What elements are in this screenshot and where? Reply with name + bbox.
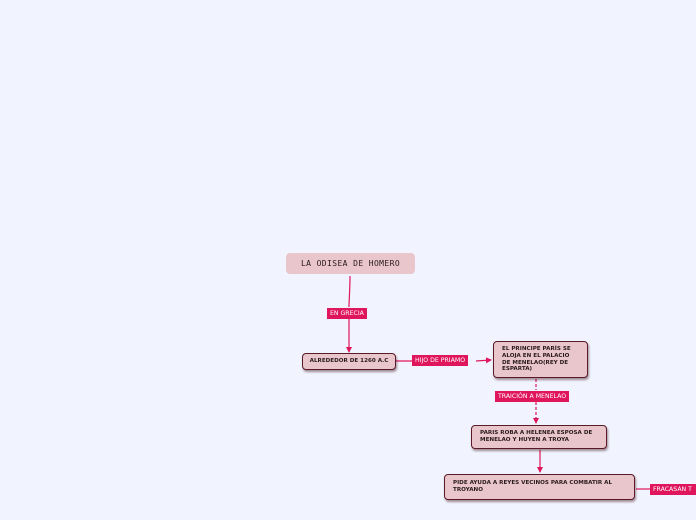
- label-hijo-de-priamo-text: HIJO DE PRIAMO: [415, 357, 466, 364]
- label-traicion-text: TRAICIÓN A MENELAO: [498, 393, 567, 400]
- node-help-text: PIDE AYUDA A REYES VECINOS PARA COMBATIR…: [453, 480, 613, 493]
- node-prince-text: EL PRINCIPE PARÍS SE ALOJA EN EL PALACIO…: [502, 345, 571, 373]
- node-abduction[interactable]: PARIS ROBA A HELENEA ESPOSA DE MENELAO Y…: [471, 425, 607, 449]
- node-date[interactable]: ALREDEDOR DE 1260 A.C: [302, 353, 396, 370]
- label-fracasan[interactable]: FRACASAN T: [650, 484, 696, 495]
- connector-root-to-date: [349, 275, 350, 352]
- label-en-grecia-text: EN GRECIA: [330, 310, 364, 317]
- label-traicion[interactable]: TRAICIÓN A MENELAO: [495, 391, 570, 402]
- label-hijo-de-priamo[interactable]: HIJO DE PRIAMO: [412, 355, 469, 366]
- label-fracasan-text: FRACASAN T: [653, 486, 692, 493]
- root-topic-text: LA ODISEA DE HOMERO: [300, 259, 401, 268]
- label-en-grecia[interactable]: EN GRECIA: [327, 308, 367, 319]
- node-help[interactable]: PIDE AYUDA A REYES VECINOS PARA COMBATIR…: [444, 474, 635, 500]
- node-date-text: ALREDEDOR DE 1260 A.C: [309, 358, 389, 364]
- node-prince[interactable]: EL PRINCIPE PARÍS SE ALOJA EN EL PALACIO…: [493, 341, 588, 378]
- connector-date-to-prince: [396, 360, 491, 361]
- node-abduction-text: PARIS ROBA A HELENEA ESPOSA DE MENELAO Y…: [480, 430, 593, 443]
- root-topic[interactable]: LA ODISEA DE HOMERO: [286, 253, 415, 274]
